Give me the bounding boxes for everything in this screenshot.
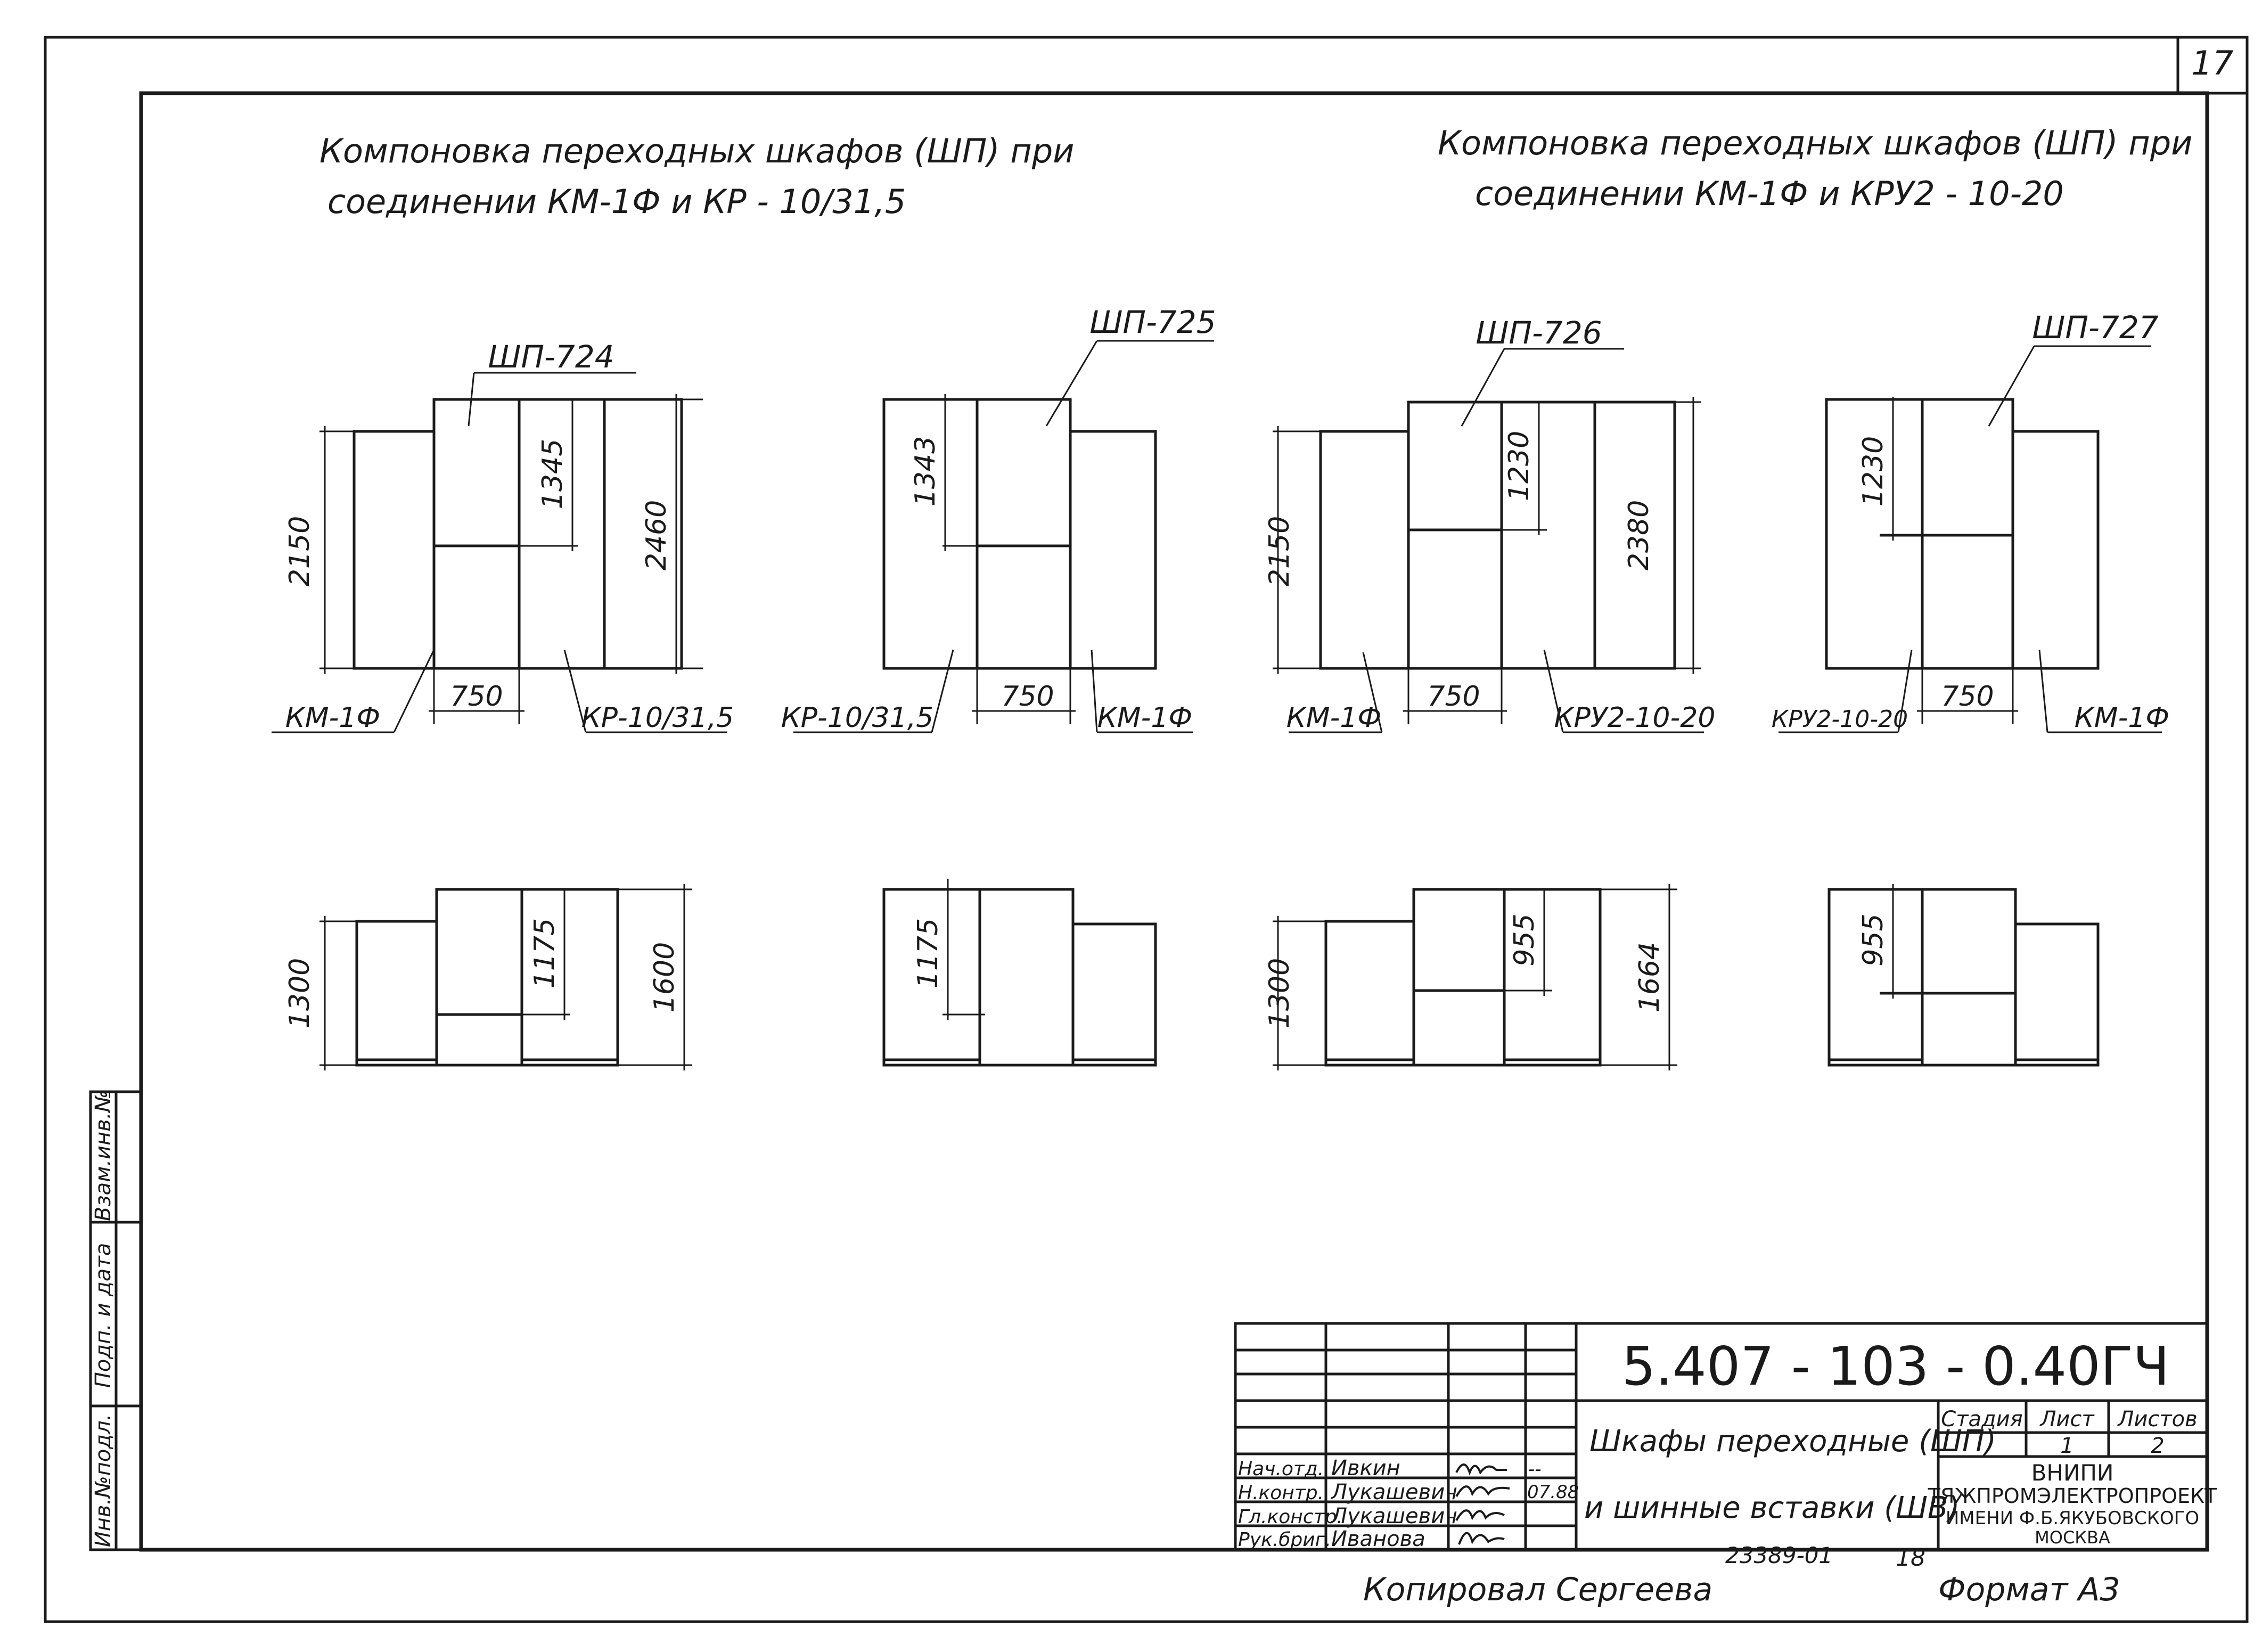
org-line2: ТЯЖПРОМЭЛЕКТРОПРОЕКТ bbox=[1928, 1484, 2217, 1508]
shp-726-dim-left: 2150 bbox=[1264, 516, 1296, 586]
shp-724-width: 750 bbox=[450, 681, 503, 713]
role-4: Рук.бриг. bbox=[1238, 1529, 1331, 1551]
date-dash: -- bbox=[1528, 1459, 1542, 1480]
shp-725-bottom-dim-inner: 1175 bbox=[912, 918, 944, 988]
side-stamp: Инв.№подл. Подп. и дата Взам.инв.№ bbox=[89, 1090, 143, 1551]
role-1: Нач.отд. bbox=[1238, 1458, 1324, 1480]
shp-724-bottom-cabinets bbox=[355, 888, 619, 1067]
heading-left-line2: соединении КМ-1Ф и КР - 10/31,5 bbox=[327, 182, 906, 221]
shp-725-top-cabinets bbox=[882, 398, 1157, 670]
shp-725-top-dims bbox=[793, 340, 1214, 733]
shp-726-bottom-dim-inner: 955 bbox=[1509, 913, 1540, 966]
name-4: Иванова bbox=[1331, 1527, 1425, 1551]
heading-right-line2: соединении КМ-1Ф и КРУ2 - 10-20 bbox=[1475, 174, 2064, 213]
shp-724-bottom-dim-inner: 1175 bbox=[529, 918, 561, 988]
shp-724-left-label: КМ-1Ф bbox=[285, 702, 380, 734]
role-2: Н.контр. bbox=[1238, 1482, 1324, 1504]
shp-724-top-cabinets bbox=[353, 398, 683, 670]
shp-724-bottom-dim-left: 1300 bbox=[284, 958, 316, 1028]
shp-726-left-label: КМ-1Ф bbox=[1286, 702, 1381, 734]
shp-727-bottom-dims bbox=[1885, 884, 1928, 999]
shp-726-dim-inner: 1230 bbox=[1503, 431, 1535, 501]
org-line3: ИМЕНИ Ф.Б.ЯКУБОВСКОГО bbox=[1946, 1508, 2199, 1529]
layout-shp-727: ШП-727 КРУ2-10-20 КМ-1Ф 750 1230 955 bbox=[1772, 309, 2169, 1067]
sheets-header: Листов bbox=[2117, 1407, 2197, 1432]
title-line1: Шкафы переходные (ШП) bbox=[1589, 1424, 1996, 1459]
date: 07.88 bbox=[1527, 1482, 1579, 1503]
stage-header: Стадия bbox=[1941, 1407, 2022, 1432]
shp-727-title: ШП-727 bbox=[2032, 309, 2158, 346]
shp-727-right-label: КМ-1Ф bbox=[2075, 702, 2169, 734]
footer-number: 23389-01 bbox=[1725, 1542, 1833, 1568]
org-line4: МОСКВА bbox=[2035, 1527, 2110, 1548]
name-2: Лукашевич bbox=[1330, 1480, 1457, 1504]
shp-727-top-cabinets bbox=[1825, 398, 2100, 670]
format: Формат А3 bbox=[1938, 1571, 2120, 1608]
sheet-value: 1 bbox=[2060, 1434, 2074, 1458]
title-line2: и шинные вставки (ШВ) bbox=[1584, 1491, 1960, 1525]
side-stamp-replace: Взам.инв.№ bbox=[91, 1090, 116, 1221]
shp-726-bottom-cabinets bbox=[1324, 888, 1602, 1067]
title-block: 5.407 - 103 - 0.40ГЧ Шкафы переходные (Ш… bbox=[1234, 1322, 2217, 1551]
shp-724-bottom-dims bbox=[319, 884, 692, 1070]
shp-724-dim-left: 2150 bbox=[284, 516, 316, 586]
name-1: Ивкин bbox=[1331, 1456, 1400, 1481]
layout-shp-725: ШП-725 КР-10/31,5 КМ-1Ф 750 1343 1175 bbox=[781, 304, 1216, 1067]
shp-725-dim-inner: 1343 bbox=[909, 436, 941, 506]
shp-724-top-dims bbox=[272, 372, 727, 733]
shp-725-left-label: КР-10/31,5 bbox=[781, 702, 934, 734]
footer-number2: 18 bbox=[1896, 1544, 1925, 1572]
shp-725-width: 750 bbox=[1001, 681, 1054, 713]
shp-724-right-label: КР-10/31,5 bbox=[581, 702, 734, 734]
shp-726-title: ШП-726 bbox=[1476, 315, 1602, 351]
shp-727-width: 750 bbox=[1941, 681, 1994, 713]
signatures bbox=[1455, 1463, 1510, 1545]
layout-shp-726: ШП-726 КМ-1Ф КРУ2-10-20 750 2150 1230 23… bbox=[1264, 315, 1715, 1070]
shp-724-dim-inner: 1345 bbox=[537, 439, 569, 509]
side-stamp-inv: Инв.№подл. bbox=[91, 1414, 116, 1548]
side-stamp-sign: Подп. и дата bbox=[91, 1243, 116, 1388]
shp-724-dim-right: 2460 bbox=[641, 500, 673, 570]
shp-724-bottom-dim-right: 1600 bbox=[649, 942, 681, 1012]
heading-right-line1: Компоновка переходных шкафов (ШП) при bbox=[1438, 124, 2192, 162]
shp-725-title: ШП-725 bbox=[1089, 304, 1216, 340]
sheet-header: Лист bbox=[2039, 1407, 2095, 1432]
shp-726-right-label: КРУ2-10-20 bbox=[1554, 702, 1716, 734]
shp-726-top-dims bbox=[1273, 348, 1704, 733]
role-3: Гл.констр. bbox=[1238, 1506, 1343, 1528]
page-number: 17 bbox=[2192, 44, 2234, 83]
shp-727-top-dims bbox=[1779, 345, 2162, 733]
page-number-box bbox=[2176, 36, 2249, 95]
shp-725-bottom-dims bbox=[942, 879, 985, 1020]
shp-726-bottom-dim-left: 1300 bbox=[1264, 958, 1296, 1028]
heading-left-line1: Компоновка переходных шкафов (ШП) при bbox=[319, 132, 1074, 170]
shp-726-bottom-dims bbox=[1273, 884, 1677, 1070]
name-3: Лукашевич bbox=[1330, 1504, 1457, 1528]
shp-727-bottom-dim-inner: 955 bbox=[1857, 913, 1889, 966]
inner-frame bbox=[139, 91, 2209, 1552]
copied-by: Копировал Сергеева bbox=[1363, 1571, 1712, 1608]
doc-code: 5.407 - 103 - 0.40ГЧ bbox=[1622, 1335, 2170, 1397]
shp-726-dim-right: 2380 bbox=[1623, 500, 1655, 570]
shp-727-left-label: КРУ2-10-20 bbox=[1772, 706, 1908, 733]
org-line1: ВНИПИ bbox=[2031, 1460, 2114, 1486]
layout-shp-724: ШП-724 КМ-1Ф КР-10/31,5 750 2150 1345 24… bbox=[272, 339, 734, 1070]
shp-727-dim-inner: 1230 bbox=[1857, 436, 1889, 506]
shp-726-width: 750 bbox=[1427, 681, 1480, 713]
sheets-value: 2 bbox=[2151, 1434, 2164, 1458]
shp-726-bottom-dim-right: 1664 bbox=[1634, 942, 1666, 1012]
shp-725-right-label: КМ-1Ф bbox=[1097, 702, 1192, 734]
outer-frame bbox=[44, 36, 2249, 1623]
shp-725-bottom-cabinets bbox=[882, 888, 1157, 1067]
shp-726-top-cabinets bbox=[1319, 400, 1676, 670]
shp-724-title: ШП-724 bbox=[488, 339, 614, 375]
